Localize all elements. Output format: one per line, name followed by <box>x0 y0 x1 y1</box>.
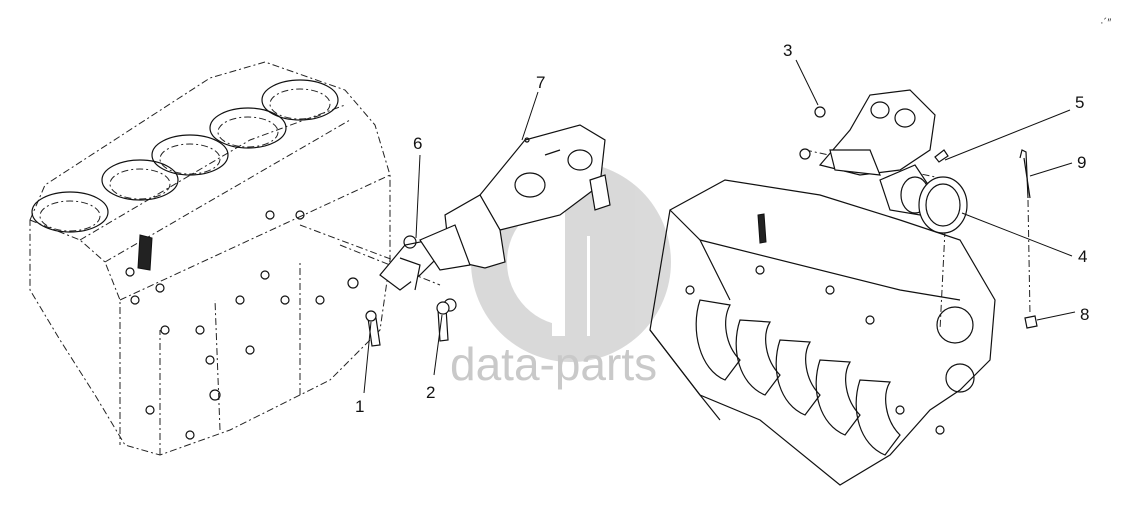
callout-3: 3 <box>783 41 792 60</box>
fitting-8 <box>1024 315 1038 329</box>
fuel-pump-assembly-left <box>419 124 611 271</box>
fuel-line-9 <box>1019 149 1031 199</box>
pump-bracket <box>379 235 441 291</box>
bolt-2 <box>436 298 457 342</box>
callouts: 1 2 3 4 5 6 7 8 9 <box>355 41 1089 416</box>
callout-1: 1 <box>355 397 364 416</box>
nut-3 <box>799 106 826 160</box>
left-engine-block <box>29 61 391 456</box>
fuel-pump-assembly-right <box>818 89 936 216</box>
bolt-5 <box>934 149 949 163</box>
left-block-bolt-holes <box>125 210 325 440</box>
callout-5: 5 <box>1075 93 1084 112</box>
gasket-4 <box>918 176 968 234</box>
callout-7: 7 <box>536 73 545 92</box>
callout-9: 9 <box>1077 153 1086 172</box>
right-engine-block <box>649 179 996 486</box>
crankcase-bays <box>695 299 901 456</box>
bolt-1 <box>365 310 381 347</box>
callout-8: 8 <box>1080 305 1089 324</box>
corner-mark: ·´″ <box>1100 17 1111 29</box>
callout-6: 6 <box>413 134 422 153</box>
callout-2: 2 <box>426 383 435 402</box>
callout-4: 4 <box>1078 247 1087 266</box>
watermark-text: data-parts <box>450 338 657 390</box>
